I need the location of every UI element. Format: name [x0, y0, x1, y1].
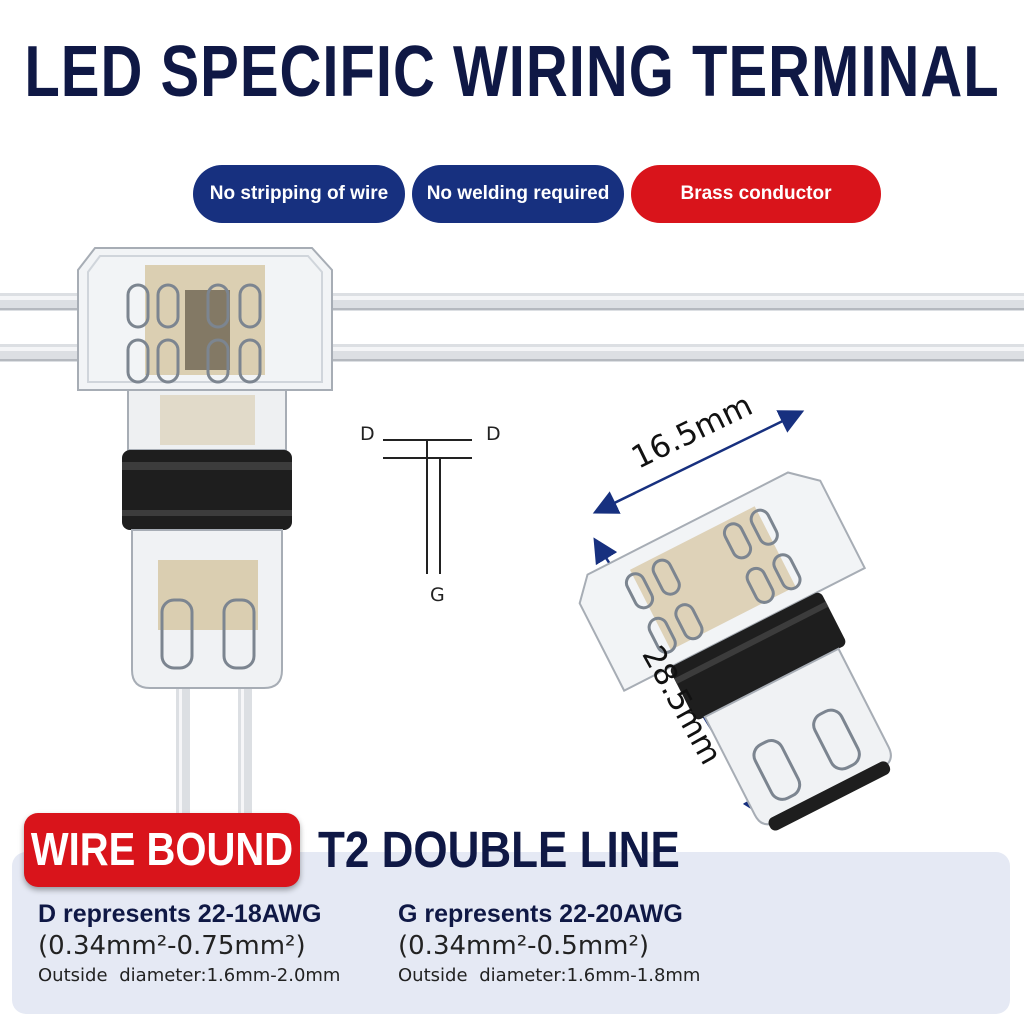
feature-no-stripping: No stripping of wire — [193, 165, 405, 223]
page-title: LED SPECIFIC WIRING TERMINAL — [24, 30, 1000, 113]
feature-brass-conductor: Brass conductor — [631, 165, 881, 223]
dimension-arrow-width — [592, 410, 805, 514]
spec-g: G represents 22-20AWG (0.34mm²-0.5mm²) O… — [398, 900, 700, 986]
badge-label: WIRE BOUND — [30, 824, 294, 875]
spec-d-heading: D represents 22-18AWG — [38, 900, 322, 928]
spec-d-metric: (0.34mm²-0.75mm²) — [38, 931, 306, 961]
feature-no-welding: No welding required — [412, 165, 624, 223]
spec-g-outside: Outside diameter:1.6mm-1.8mm — [398, 965, 701, 986]
wire-bound-badge: WIRE BOUND — [24, 813, 300, 887]
spec-d-outside: Outside diameter:1.6mm-2.0mm — [38, 965, 341, 986]
spec-g-metric: (0.34mm²-0.5mm²) — [398, 931, 650, 961]
spec-g-heading: G represents 22-20AWG — [398, 900, 683, 928]
vertical-wire-left — [176, 680, 190, 830]
diagram-label-g: G — [430, 584, 445, 606]
vertical-wire-right — [238, 680, 252, 830]
spec-d: D represents 22-18AWG (0.34mm²-0.75mm²) … — [38, 900, 340, 986]
model-name: T2 DOUBLE LINE — [318, 822, 680, 879]
diagram-label-d-left: D — [360, 423, 375, 445]
diagram-label-d-right: D — [486, 423, 501, 445]
